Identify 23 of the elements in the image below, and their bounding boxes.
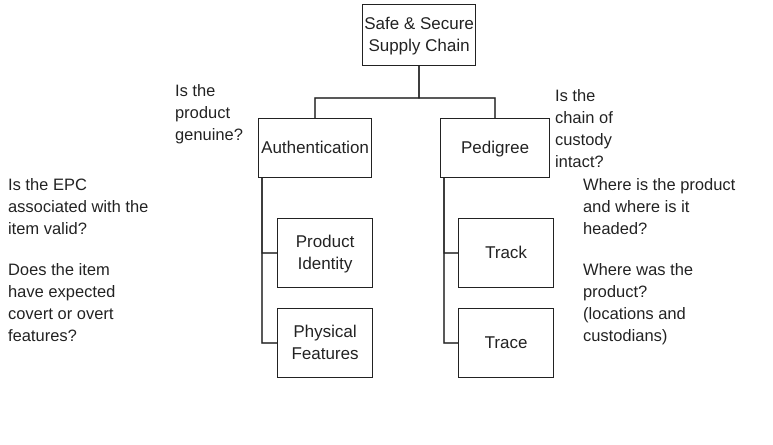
box-label: Product Identity [294, 231, 356, 275]
question-note: Where was the product? (locations and custodians) [583, 260, 694, 347]
question-note: Does the item have expected covert or overt features? [8, 260, 116, 347]
connector-line [261, 178, 277, 344]
connector-line [443, 178, 458, 344]
process-box [362, 4, 476, 66]
question-note: Is the EPC associated with the item valid? [8, 175, 150, 240]
box-label: Physical Features [290, 321, 360, 365]
box-label: Authentication [261, 137, 369, 159]
question-note: Where is the product and where is it headed? [583, 175, 736, 240]
connector-line [418, 66, 496, 118]
box-label: Trace [484, 332, 528, 354]
box-label: Track [485, 242, 527, 264]
process-box [458, 218, 554, 288]
process-box [258, 118, 372, 178]
box-label: Pedigree [460, 137, 530, 159]
process-box [458, 308, 554, 378]
process-box [277, 218, 373, 288]
question-note: Is the chain of custody intact? [555, 86, 614, 173]
process-box [277, 308, 373, 378]
box-label: Safe & Secure Supply Chain [363, 13, 475, 57]
question-note: Is the product genuine? [175, 81, 244, 146]
process-box [440, 118, 550, 178]
